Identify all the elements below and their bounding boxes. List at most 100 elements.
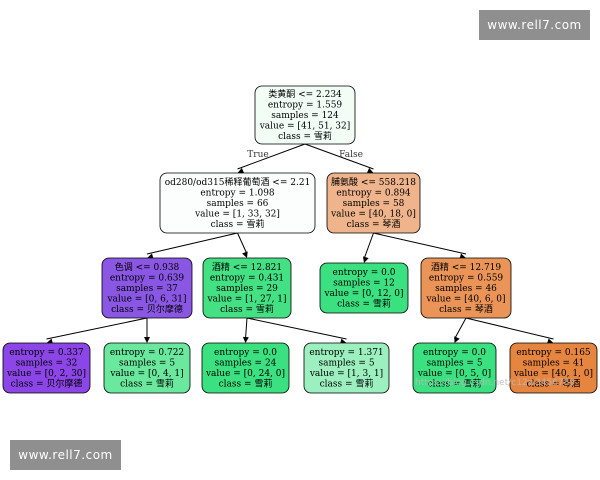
node-box	[103, 342, 191, 394]
node-line: class = 雪莉	[337, 298, 391, 310]
node-line: samples = 5	[119, 359, 175, 369]
node-line: class = 雪莉	[320, 378, 374, 390]
node-line: entropy = 0.337	[9, 348, 84, 358]
node-line: 酒精 <= 12.821	[212, 261, 282, 273]
node-box	[326, 172, 421, 234]
tree-edge	[245, 317, 248, 340]
node-line: samples = 37	[116, 284, 178, 294]
node-line: value = [40, 1, 0]	[513, 369, 593, 379]
node-line: entropy = 0.722	[110, 348, 184, 358]
node-line: entropy = 0.165	[516, 348, 591, 358]
node-line: class = 雪莉	[120, 378, 174, 390]
tree-edge	[454, 317, 467, 340]
node-line: class = 雪莉	[211, 218, 265, 230]
node-line: entropy = 1.098	[200, 188, 275, 198]
tree-edge	[465, 317, 554, 340]
node-line: entropy = 0.894	[336, 188, 411, 198]
node-line: samples = 41	[523, 359, 585, 369]
node-line: samples = 12	[333, 279, 395, 289]
edge-label-true: True	[247, 150, 268, 160]
node-line: entropy = 0.0	[333, 268, 396, 278]
node-box	[159, 172, 316, 234]
edge-arrowhead	[242, 336, 249, 343]
tree-edge	[363, 232, 374, 260]
tree-edge	[146, 232, 238, 255]
node-line: 类黄酮 <= 2.234	[268, 88, 342, 100]
node-line: class = 雪莉	[428, 378, 482, 390]
edge-arrowhead	[366, 167, 374, 174]
node-box	[412, 342, 497, 394]
node-line: value = [0, 6, 31]	[106, 294, 186, 304]
node-box	[319, 262, 409, 314]
node-line: value = [40, 6, 0]	[425, 294, 505, 304]
node-line: entropy = 0.639	[110, 273, 185, 283]
edge-arrowhead	[362, 256, 369, 263]
node-line: value = [0, 24, 0]	[205, 369, 285, 379]
node-line: class = 琴酒	[347, 219, 401, 230]
tree-edge	[46, 317, 148, 340]
node-line: class = 雪莉	[219, 378, 273, 390]
node-box	[303, 342, 390, 394]
tree-edge	[246, 317, 347, 340]
node-line: entropy = 0.0	[214, 348, 277, 358]
node-box	[101, 257, 193, 319]
node-line: value = [0, 12, 0]	[323, 289, 403, 299]
node-line: entropy = 0.0	[423, 348, 486, 358]
node-line: samples = 32	[16, 359, 78, 369]
node-line: value = [1, 3, 1]	[309, 369, 383, 379]
edge-arrowhead	[242, 251, 248, 258]
node-line: samples = 46	[435, 284, 497, 294]
node-line: entropy = 0.431	[210, 273, 284, 283]
node-line: samples = 5	[426, 359, 482, 369]
tree-edge	[304, 143, 374, 170]
edge-arrowhead	[454, 336, 460, 343]
node-line: entropy = 1.371	[309, 348, 383, 358]
node-line: value = [0, 2, 30]	[6, 369, 86, 379]
tree-edge	[373, 232, 467, 255]
tree-edge	[237, 143, 306, 170]
node-box	[420, 257, 512, 319]
node-line: class = 贝尔摩德	[111, 303, 183, 315]
node-line: value = [0, 5, 0]	[417, 369, 491, 379]
node-line: 酒精 <= 12.719	[431, 261, 502, 273]
node-box	[2, 342, 91, 394]
node-line: samples = 24	[215, 359, 277, 369]
node-line: value = [1, 27, 1]	[206, 294, 286, 304]
node-line: class = 琴酒	[527, 379, 581, 390]
watermark-bottom: www.rell7.com	[10, 440, 121, 470]
node-line: class = 琴酒	[439, 304, 493, 315]
node-line: samples = 66	[207, 199, 269, 209]
node-line: value = [40, 18, 0]	[330, 209, 416, 219]
node-box	[509, 342, 598, 394]
node-line: 色调 <= 0.938	[115, 261, 180, 273]
node-line: value = [41, 51, 32]	[259, 121, 351, 131]
node-line: entropy = 1.559	[268, 100, 343, 110]
node-line: class = 雪莉	[278, 130, 332, 142]
node-line: 脯氨酸 <= 558.218	[331, 176, 416, 188]
node-box	[202, 257, 292, 319]
node-box	[254, 85, 356, 145]
node-line: samples = 58	[343, 199, 405, 209]
watermark-top: www.rell7.com	[479, 10, 590, 40]
node-line: entropy = 0.559	[429, 273, 504, 283]
node-line: value = [0, 4, 1]	[109, 369, 183, 379]
node-line: value = [1, 33, 32]	[194, 209, 280, 219]
tree-edge	[237, 232, 248, 255]
edge-arrowhead	[237, 167, 245, 174]
node-line: samples = 29	[216, 284, 278, 294]
blog-credit-watermark: https://blog.csdn.net/c12w3456789	[415, 378, 576, 388]
node-box	[201, 342, 290, 394]
edge-arrowhead	[144, 337, 150, 343]
